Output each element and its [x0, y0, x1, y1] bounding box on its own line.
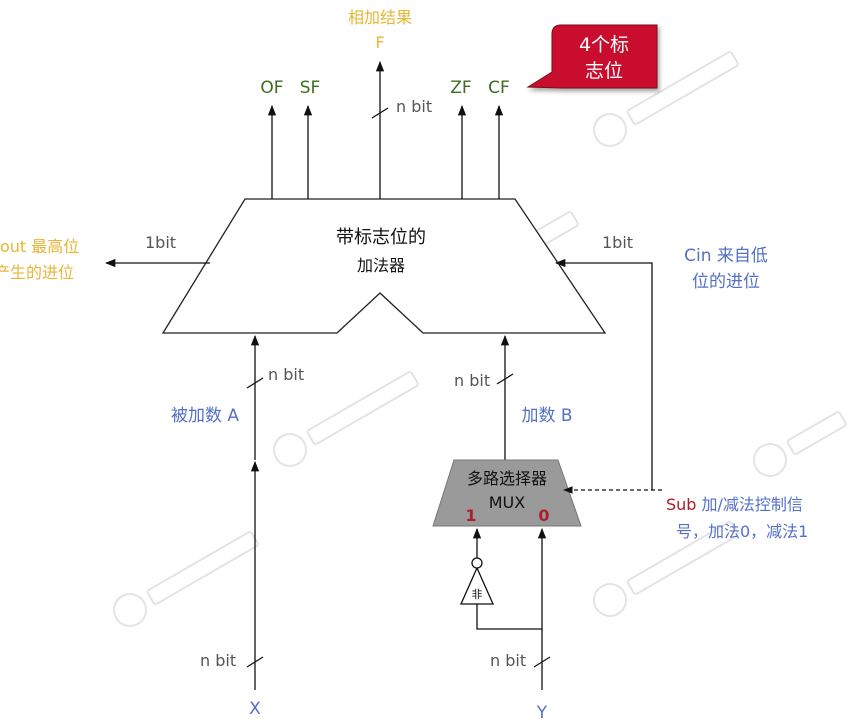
sub-signal-name: Sub [666, 495, 696, 514]
mux-input-0: 0 [538, 506, 549, 525]
flag-of: OF [260, 78, 283, 98]
x-width-label: n bit [200, 651, 236, 670]
x-slash [246, 656, 264, 668]
y-label: Y [536, 703, 548, 723]
callout-box [526, 24, 658, 89]
mux-input-1: 1 [465, 506, 476, 525]
mux-shape [432, 459, 582, 527]
input-a-label: 被加数 A [171, 406, 239, 426]
input-a-width-label: n bit [268, 365, 304, 384]
sub-desc-line1: 加/减法控制信 [696, 495, 802, 514]
input-b-slash [496, 373, 514, 385]
callout-line2: 志位 [585, 60, 623, 82]
flag-sf: SF [300, 78, 321, 98]
cin-width-label: 1bit [602, 233, 633, 252]
adder-label-line2: 加法器 [357, 256, 405, 275]
input-b-label: 加数 B [521, 406, 572, 426]
cout-width-label: 1bit [145, 233, 176, 252]
sub-label-line2: 号，加法0，减法1 [676, 522, 808, 541]
flag-zf: ZF [450, 78, 471, 98]
cin-wire [554, 258, 653, 490]
adder-shape [161, 198, 607, 334]
input-b-width-label: n bit [454, 371, 490, 390]
f-bus-slash [371, 107, 389, 119]
result-width-label: n bit [396, 97, 432, 116]
mux-label-line2: MUX [489, 493, 526, 512]
y-slash [533, 656, 551, 668]
watermark-logo [113, 51, 847, 627]
result-label-line1: 相加结果 [348, 8, 412, 27]
x-label: X [249, 699, 261, 719]
not-gate-label: 非 [472, 588, 483, 601]
cout-label-line1: out 最高位 [0, 237, 79, 256]
y-branch-wire [476, 604, 542, 630]
cout-label-line2: 产生的进位 [0, 263, 74, 282]
callout-line1: 4个标 [579, 34, 629, 56]
mux-label-line1: 多路选择器 [467, 469, 547, 488]
cin-label-line2: 位的进位 [692, 272, 760, 292]
flag-cf: CF [488, 78, 510, 98]
input-a-slash [246, 377, 264, 389]
not-gate-icon [459, 557, 495, 605]
result-label-line2: F [375, 33, 384, 52]
sub-label-line1: Sub 加/减法控制信 [666, 495, 803, 514]
cin-label-line1: Cin 来自低 [684, 246, 768, 266]
y-width-label: n bit [490, 651, 526, 670]
adder-label-line1: 带标志位的 [336, 227, 426, 248]
